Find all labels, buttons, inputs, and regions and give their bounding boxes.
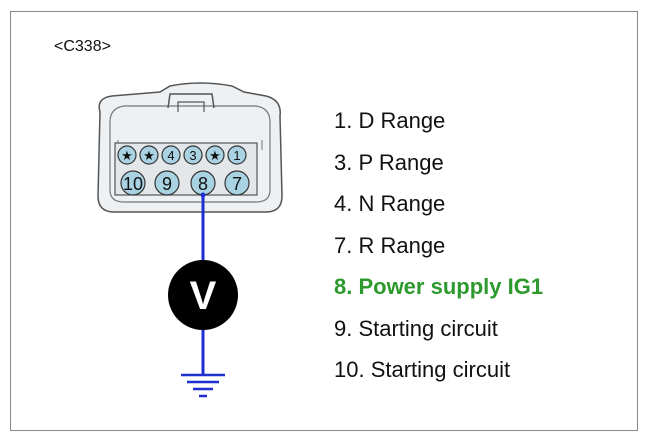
pin-9: 9 — [154, 170, 180, 196]
svg-text:★: ★ — [121, 149, 133, 164]
pin-legend: 1. D Range 3. P Range 4. N Range 7. R Ra… — [334, 100, 543, 391]
pin-row-top: ★ ★ 4 3 ★ 1 — [117, 145, 247, 165]
pin-star-1: ★ — [117, 145, 137, 165]
svg-text:8: 8 — [198, 174, 208, 194]
ground-icon — [181, 373, 225, 398]
voltmeter-icon: V — [168, 260, 238, 330]
legend-item-7: 7. R Range — [334, 232, 446, 258]
pin-1: 1 — [227, 145, 247, 165]
svg-text:7: 7 — [232, 174, 242, 194]
legend-item-1: 1. D Range — [334, 108, 446, 133]
svg-text:★: ★ — [209, 149, 221, 164]
pin-7: 7 — [224, 170, 250, 196]
pin-star-5: ★ — [205, 145, 225, 165]
legend-item-10: 10. Starting circuit — [334, 357, 511, 382]
svg-text:3: 3 — [189, 148, 196, 163]
svg-text:10: 10 — [123, 174, 143, 194]
legend-item-3: 3. P Range — [334, 149, 444, 175]
svg-text:V: V — [190, 274, 217, 318]
connector-latch — [167, 93, 215, 109]
pin-10: 10 — [120, 170, 146, 196]
diagram-frame — [10, 11, 638, 431]
pin-3: 3 — [183, 145, 203, 165]
legend-item-8-highlight: 8. Power supply IG1 — [334, 274, 544, 299]
svg-text:4: 4 — [167, 148, 174, 163]
legend-item-4: 4. N Range — [334, 191, 446, 216]
legend-item-9: 9. Starting circuit — [334, 315, 498, 341]
pin-star-2: ★ — [139, 145, 159, 165]
pin-8: 8 — [190, 170, 216, 196]
connector-id-label: <C338> — [54, 38, 111, 55]
pin-4: 4 — [161, 145, 181, 165]
svg-text:9: 9 — [162, 174, 172, 194]
svg-text:1: 1 — [233, 148, 240, 163]
svg-text:★: ★ — [143, 149, 155, 164]
